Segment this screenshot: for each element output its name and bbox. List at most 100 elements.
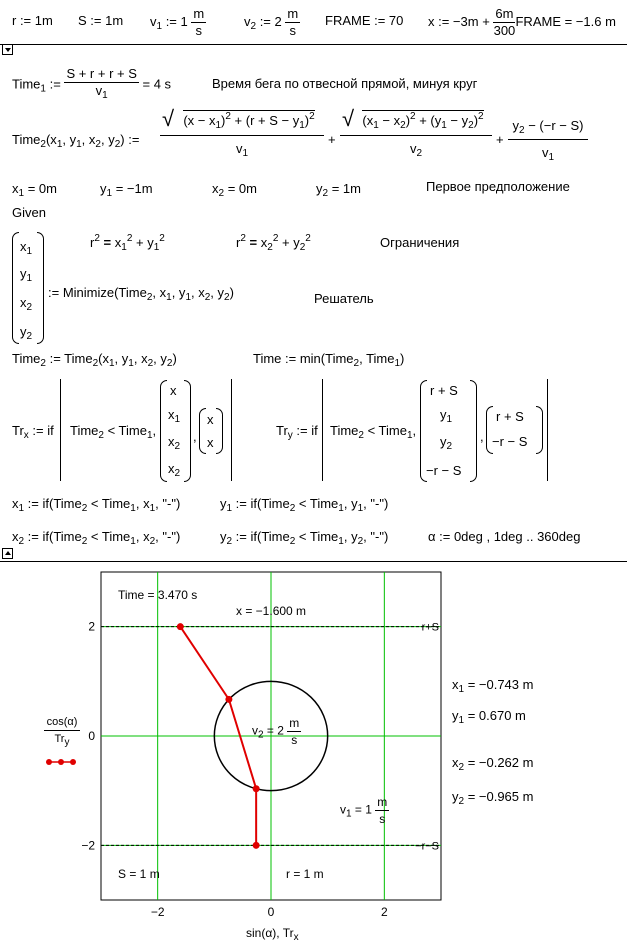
guess-x1[interactable]: x1 = 0m	[12, 181, 57, 199]
alpha-range[interactable]: α := 0deg , 1deg .. 360deg	[428, 529, 581, 544]
try-brackets	[322, 379, 548, 481]
x-axis-label: sin(α), Trx	[246, 926, 299, 943]
trx-x1: x1	[168, 407, 181, 425]
trajectory-point	[225, 695, 233, 703]
try-alt-right	[536, 406, 543, 454]
trx-x: x	[170, 383, 177, 398]
def-r[interactable]: r := 1m	[12, 13, 53, 28]
if-x1[interactable]: x1 := if(Time2 < Time1, x1, "-")	[12, 496, 181, 514]
guess-x2[interactable]: x2 = 0m	[212, 181, 257, 199]
vec-y2: y2	[20, 324, 33, 342]
y-tick-label: 2	[88, 620, 95, 634]
legend-swatch	[46, 759, 76, 765]
trx-lhs[interactable]: Trx := if	[12, 423, 54, 441]
x-tick-label: 2	[381, 905, 388, 919]
v2-sub: 2	[250, 20, 257, 32]
vector-left-bracket	[12, 232, 19, 344]
circle-obstacle	[213, 680, 329, 792]
vec-x2: x2	[20, 295, 33, 313]
try-alt-left	[486, 406, 493, 454]
time2-lhs[interactable]: Time2(x1, y1, x2, y2) :=	[12, 132, 140, 150]
if-x2[interactable]: x2 := if(Time2 < Time1, x2, "-")	[12, 529, 181, 547]
region-divider-top	[0, 44, 627, 45]
try-y2: y2	[440, 434, 453, 452]
v1-value: := 1	[165, 13, 188, 29]
result-x1[interactable]: x1 = −0.743 m	[452, 677, 534, 695]
trx-x2a: x2	[168, 434, 181, 452]
guess-comment: Первое предположение	[426, 179, 570, 194]
y-tick-label: −2	[81, 838, 95, 852]
collapse-region-button[interactable]	[2, 44, 13, 55]
trx-brackets	[60, 379, 232, 481]
v2-value: := 2	[259, 13, 282, 29]
boundary-label: r+S	[422, 622, 439, 634]
try-nrs: −r − S	[426, 463, 462, 478]
trajectory-point	[252, 785, 260, 793]
constraint-2[interactable]: r2 = x22 + y22	[236, 233, 311, 253]
y-tick-label: 0	[88, 729, 95, 743]
trx-vec-right	[184, 380, 191, 482]
time-min[interactable]: Time := min(Time2, Time1)	[253, 351, 405, 369]
time2-term3[interactable]: y2 − (−r − S) v1	[508, 119, 588, 163]
time2-term2[interactable]: √ (x1 − x2)2 + (y1 − y2)2 v2	[340, 108, 492, 159]
y-axis-label: cos(α) Try	[44, 717, 80, 748]
trx-alt-x: x	[207, 412, 214, 427]
plot-S-label: S = 1 m	[118, 867, 160, 881]
def-S[interactable]: S := 1m	[78, 13, 124, 28]
guess-y2[interactable]: y2 = 1m	[316, 181, 361, 199]
x-tick-label: −2	[151, 905, 165, 919]
minimize-call[interactable]: := Minimize(Time2, x1, y1, x2, y2)	[48, 285, 234, 303]
solver-label: Решатель	[314, 291, 374, 306]
plot-r-label: r = 1 m	[286, 867, 324, 881]
try-cond: Time2 < Time1,	[330, 423, 417, 441]
trx-alt-x2: x	[207, 435, 214, 450]
try-vec-left	[420, 380, 427, 482]
if-y1[interactable]: y1 := if(Time2 < Time1, y1, "-")	[220, 496, 389, 514]
try-lhs[interactable]: Try := if	[276, 423, 318, 441]
result-x2[interactable]: x2 = −0.262 m	[452, 755, 534, 773]
def-frame[interactable]: FRAME := 70	[325, 13, 404, 28]
vec-y1: y1	[20, 266, 33, 284]
trajectory-point	[176, 623, 184, 631]
constraint-label: Ограничения	[380, 235, 460, 250]
v1-label: v	[150, 13, 157, 29]
x-prefix: x := −3m +	[428, 13, 490, 29]
trx-cond: Time2 < Time1,	[70, 423, 157, 441]
expand-region-button[interactable]	[2, 548, 13, 559]
given-keyword[interactable]: Given	[12, 205, 46, 220]
trajectory-line	[179, 626, 258, 846]
constraint-1[interactable]: r2 = x12 + y12	[90, 233, 165, 253]
plot-x-label: x = −1.600 m	[236, 604, 307, 618]
v1-sub: 1	[156, 20, 163, 32]
try-vec-right	[470, 380, 477, 482]
x-tick-label: 0	[268, 905, 275, 919]
trx-x2b: x2	[168, 461, 181, 479]
v2-label: v	[244, 13, 251, 29]
time2-term1[interactable]: √ (x − x1)2 + (r + S − y1)2 v1	[160, 108, 324, 159]
if-y2[interactable]: y2 := if(Time2 < Time1, y2, "-")	[220, 529, 389, 547]
region-divider-bottom	[0, 561, 627, 562]
trx-alt-left	[199, 408, 206, 454]
guess-y1[interactable]: y1 = −1m	[100, 181, 153, 199]
try-rs: r + S	[430, 383, 458, 398]
x-result: FRAME = −1.6 m	[515, 13, 616, 29]
try-alt-rs: r + S	[496, 409, 524, 424]
arrow-up-icon	[5, 551, 11, 555]
try-alt-nrs: −r − S	[492, 434, 528, 449]
vector-right-bracket	[37, 232, 44, 344]
result-y2[interactable]: y2 = −0.965 m	[452, 789, 534, 807]
result-y1[interactable]: y1 = 0.670 m	[452, 708, 526, 726]
time2-eval[interactable]: Time2 := Time2(x1, y1, x2, y2)	[12, 351, 177, 369]
trx-vec-left	[160, 380, 167, 482]
